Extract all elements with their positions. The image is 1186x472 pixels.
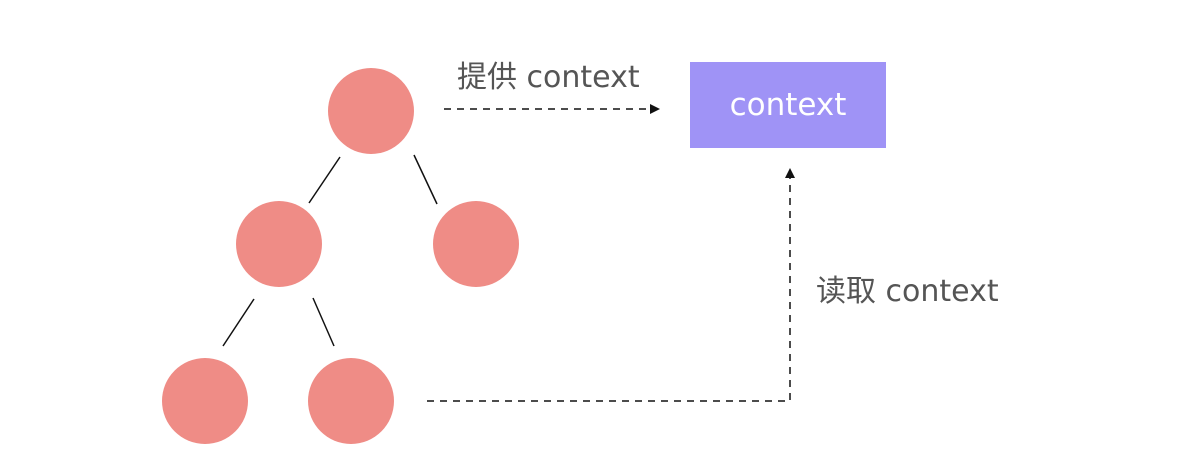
context-box-label: context	[729, 87, 847, 123]
read-arrow-line	[427, 168, 795, 402]
edge-root-left	[308, 156, 341, 204]
edge-root-right	[413, 154, 438, 205]
tree-node-right-child	[433, 201, 519, 287]
tree-node-left-grandchild	[162, 358, 248, 444]
tree-node-right-grandchild	[308, 358, 394, 444]
provide-context-label: 提供 context	[457, 60, 640, 95]
edge-left-grandchild-right	[312, 297, 335, 347]
context-box: context	[690, 62, 886, 148]
tree-node-root	[328, 68, 414, 154]
tree-node-left-child	[236, 201, 322, 287]
read-context-label: 读取 context	[816, 274, 999, 309]
edge-left-grandchild-left	[222, 298, 255, 347]
